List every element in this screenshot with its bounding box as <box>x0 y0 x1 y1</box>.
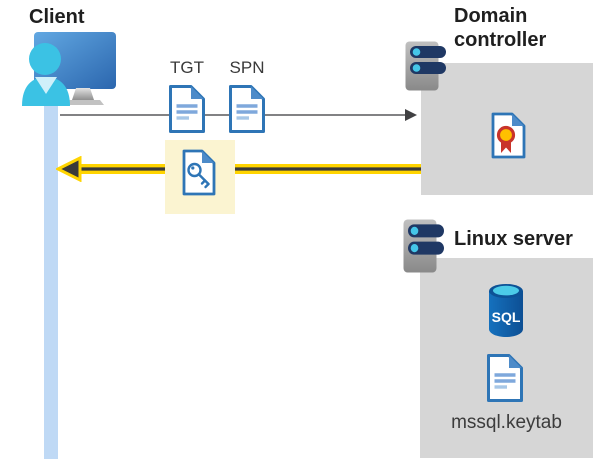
key-glyph <box>187 162 210 189</box>
keytab-filename-label: mssql.keytab <box>451 412 562 433</box>
tgt-label: TGT <box>170 58 204 77</box>
domain-controller-title: Domain controller <box>454 5 547 51</box>
linux-server-title: Linux server <box>454 228 573 250</box>
person-collar <box>35 77 57 94</box>
key-document-icon <box>182 149 216 196</box>
client-label: Client <box>29 6 85 28</box>
keytab-document-icon <box>487 354 523 402</box>
client-user-at-monitor-icon <box>22 32 116 106</box>
sql-database-icon: SQL <box>489 284 523 337</box>
monitor-stand <box>72 88 94 100</box>
spn-label: SPN <box>229 58 265 77</box>
linux-server-icon <box>403 219 444 273</box>
tgt-document-icon <box>169 85 205 133</box>
domain-controller-server-icon <box>405 41 446 91</box>
spn-document-icon <box>229 85 265 133</box>
person-head <box>29 43 61 75</box>
certificate-icon <box>491 112 526 159</box>
client-lifeline-bar <box>44 94 58 459</box>
sql-icon-label: SQL <box>492 309 521 325</box>
monitor-base <box>64 100 104 105</box>
response-arrow-left-yellow-icon <box>56 156 421 182</box>
